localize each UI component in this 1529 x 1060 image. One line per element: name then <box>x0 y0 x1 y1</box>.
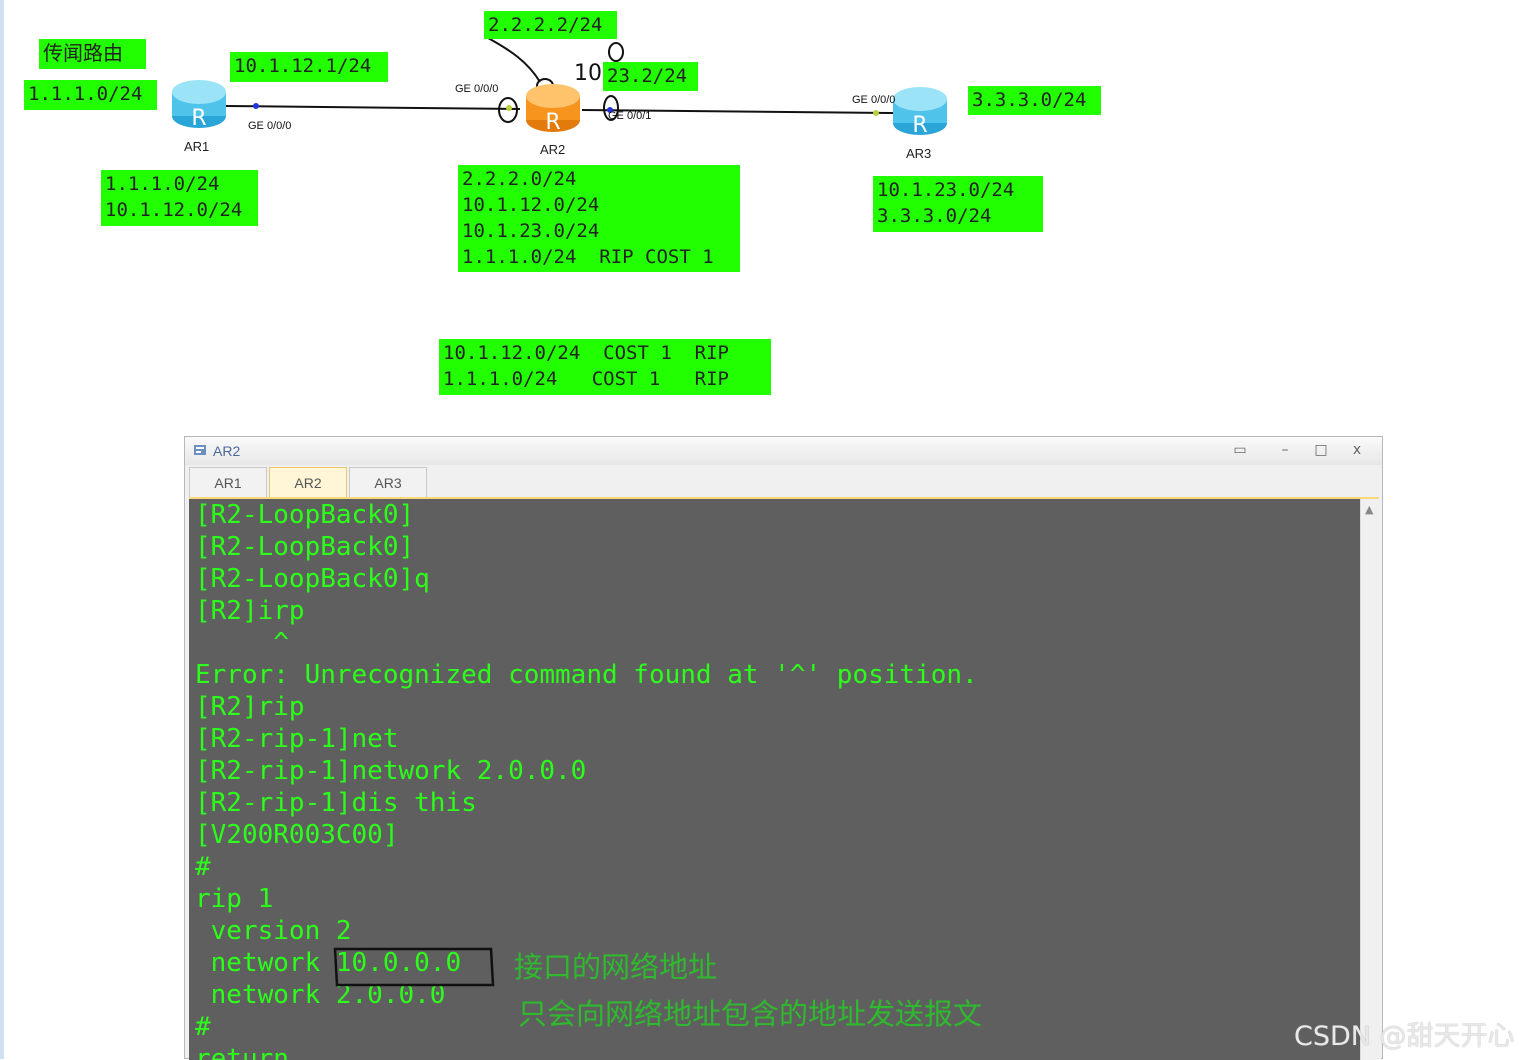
router-ar1-label: AR1 <box>184 139 210 154</box>
link-ar1-ar2 <box>225 105 521 110</box>
link-ar2-ar3 <box>581 109 896 114</box>
console-line: ^ <box>195 628 289 658</box>
console-line: [R2-rip-1]net <box>195 724 399 754</box>
window-titlebar[interactable]: AR2 ▭ – □ x <box>185 437 1382 465</box>
ar2-port-dot-right <box>607 107 613 113</box>
router-ar2-icon[interactable]: R <box>524 82 582 134</box>
console-line: [R2]irp <box>195 596 305 626</box>
ar1-port-dot <box>253 103 259 109</box>
vertical-scrollbar[interactable]: ▲ <box>1360 499 1381 1060</box>
port-ar1-ge000: GE 0/0/0 <box>248 120 292 132</box>
tab-ar3[interactable]: AR3 <box>349 467 427 497</box>
note-ar1-link: 10.1.12.1/24 <box>230 52 388 82</box>
console-window: AR2 ▭ – □ x AR1 AR2 AR3 [R2-LoopBack0] [… <box>184 436 1383 1060</box>
console-line: # <box>195 852 211 882</box>
console-line: [R2-rip-1]dis this <box>195 788 477 818</box>
svg-text:R: R <box>912 113 927 137</box>
annotation-send-only: 只会向网络地址包含的地址发送报文 <box>518 997 983 1031</box>
svg-text:R: R <box>545 110 560 134</box>
console-line: network 10.0.0.0 <box>195 948 462 978</box>
close-button[interactable]: x <box>1352 442 1362 458</box>
console-line: Error: Unrecognized command found at '^'… <box>195 660 978 690</box>
port-ar2-ge001: GE 0/0/1 <box>608 110 652 122</box>
tab-ar1[interactable]: AR1 <box>189 467 267 497</box>
maximize-button[interactable]: □ <box>1314 442 1328 458</box>
csdn-watermark: CSDN @甜天开心 <box>1294 1021 1515 1052</box>
scroll-up-icon[interactable]: ▲ <box>1365 503 1374 516</box>
console-line: return <box>195 1044 289 1060</box>
tab-ar2[interactable]: AR2 <box>269 467 347 497</box>
handwriting-zero-left <box>498 97 518 123</box>
note-ar3-loopback: 3.3.3.0/24 <box>968 86 1101 115</box>
console-line: [R2]rip <box>195 692 305 722</box>
console-line: [R2-LoopBack0]q <box>195 564 430 594</box>
ar2-port-dot-left <box>506 105 512 111</box>
tab-underline <box>189 497 1379 499</box>
console-line: [R2-LoopBack0] <box>195 500 415 530</box>
router-ar2-label: AR2 <box>540 142 566 157</box>
restore-button[interactable]: ▭ <box>1233 442 1247 458</box>
note-rip-table: 10.1.12.0/24 COST 1 RIP 1.1.1.0/24 COST … <box>439 339 771 395</box>
note-ar2-routing-table: 2.2.2.0/24 10.1.12.0/24 10.1.23.0/24 1.1… <box>458 165 740 272</box>
minimize-button[interactable]: – <box>1281 442 1289 458</box>
router-ar3-label: AR3 <box>906 146 932 161</box>
note-ar1-loopback: 1.1.1.0/24 <box>24 80 157 110</box>
ar3-port-dot <box>873 110 879 116</box>
note-ar3-routing-table: 10.1.23.0/24 3.3.3.0/24 <box>873 176 1043 232</box>
window-title: AR2 <box>213 443 241 459</box>
svg-text:R: R <box>191 106 206 130</box>
handwriting-zero-top <box>608 42 624 62</box>
note-ar2-link: 23.2/24 <box>603 62 698 91</box>
port-ar3-ge000: GE 0/0/0 <box>852 94 896 106</box>
note-ar2-loopback: 2.2.2.2/24 <box>484 11 617 39</box>
port-ar2-ge000: GE 0/0/0 <box>455 83 499 95</box>
console-line: # <box>195 1012 211 1042</box>
console-line: version 2 <box>195 916 352 946</box>
annotation-interface-address: 接口的网络地址 <box>514 950 718 984</box>
topology-canvas: 10 <box>225 37 896 123</box>
handwriting-arrow <box>487 37 541 83</box>
left-edge-bar <box>0 0 4 1059</box>
console-line: rip 1 <box>195 884 274 914</box>
note-ar1-routing-table: 1.1.1.0/24 10.1.12.0/24 <box>101 170 258 226</box>
console-line: [R2-LoopBack0] <box>195 532 415 562</box>
handwriting-zero-right <box>603 95 619 121</box>
handwriting-ten: 10 <box>574 61 602 86</box>
console-line: [V200R003C00] <box>195 820 399 850</box>
router-ar1-icon[interactable]: R <box>170 78 228 130</box>
note-title: 传闻路由 <box>39 39 146 69</box>
router-ar3-icon[interactable]: R <box>891 85 949 137</box>
console-line: [R2-rip-1]network 2.0.0.0 <box>195 756 587 786</box>
handwriting-circle <box>333 947 495 987</box>
terminal-output[interactable]: [R2-LoopBack0] [R2-LoopBack0] [R2-LoopBa… <box>189 499 1360 1060</box>
console-app-icon <box>194 445 206 455</box>
